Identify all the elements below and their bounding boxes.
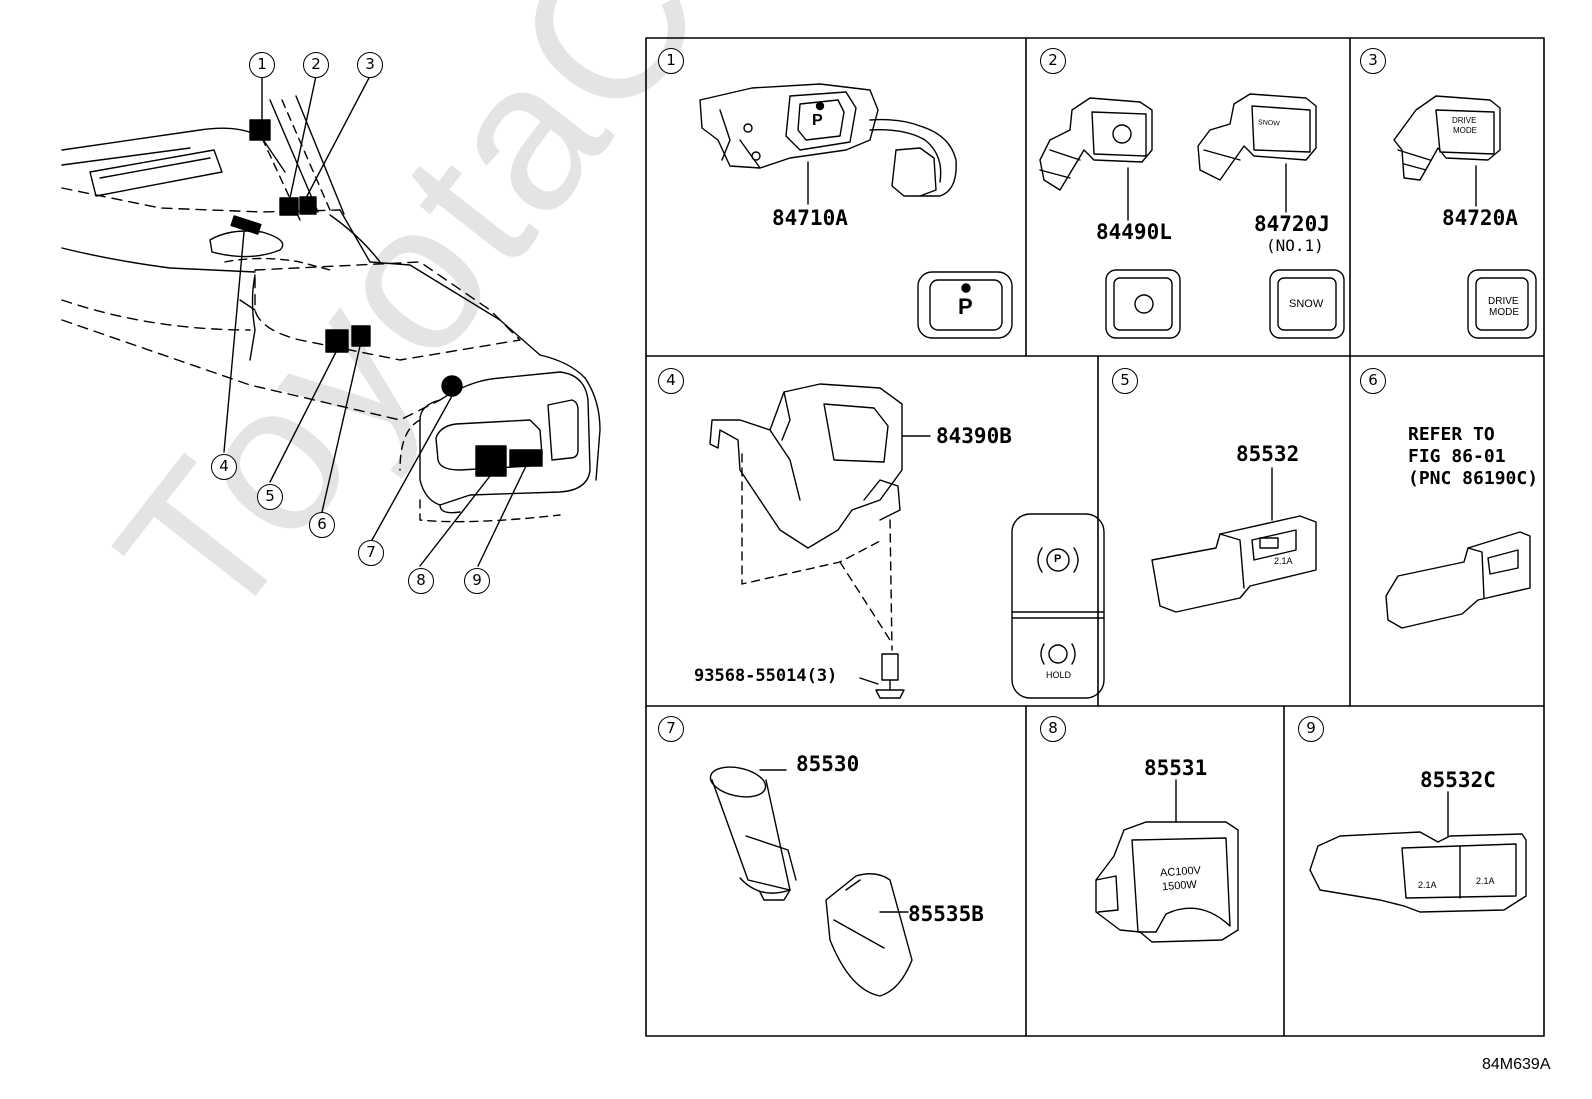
part-number-85532c: 85532C bbox=[1420, 768, 1496, 792]
drive-mode-switch-face-line2: MODE bbox=[1453, 126, 1477, 135]
callout-3: 3 bbox=[357, 52, 383, 78]
part-number-85530: 85530 bbox=[796, 752, 860, 776]
panel-index-6: 6 bbox=[1360, 368, 1386, 394]
panel-index-7: 7 bbox=[658, 716, 684, 742]
callout-4: 4 bbox=[211, 454, 237, 480]
dual-usb-port-drawing bbox=[1309, 791, 1527, 913]
callout-9: 9 bbox=[464, 568, 490, 594]
parking-brake-switch-drawing bbox=[709, 383, 1105, 699]
panel-index-2: 2 bbox=[1040, 48, 1066, 74]
snow-switch-face-label: SNOW bbox=[1257, 119, 1280, 128]
callout-7: 7 bbox=[358, 540, 384, 566]
usb-current-label: 2.1A bbox=[1274, 556, 1293, 566]
steering-and-snow-switches-drawing bbox=[1039, 93, 1345, 339]
panel-index-3: 3 bbox=[1360, 48, 1386, 74]
usb-port-drawing bbox=[1151, 467, 1317, 613]
callout-1: 1 bbox=[249, 52, 275, 78]
drive-mode-switch-drawing bbox=[1393, 95, 1537, 339]
part-number-84720a: 84720A bbox=[1442, 206, 1518, 230]
parking-brake-p-label: P bbox=[1054, 553, 1062, 565]
drawing-code: 84M639A bbox=[1482, 1056, 1551, 1073]
part-number-84720j: 84720J bbox=[1254, 212, 1330, 236]
panel-grid bbox=[645, 37, 1545, 1037]
part-number-bolt: 93568-55014(3) bbox=[694, 666, 838, 686]
panel-index-8: 8 bbox=[1040, 716, 1066, 742]
callout-8: 8 bbox=[408, 568, 434, 594]
part-number-85535b: 85535B bbox=[908, 902, 984, 926]
part-number-84710a: 84710A bbox=[772, 206, 848, 230]
drive-mode-switch-face-line1: DRIVE bbox=[1452, 116, 1477, 125]
reference-note: REFER TO FIG 86-01 (PNC 86190C) bbox=[1408, 424, 1539, 489]
panel-index-9: 9 bbox=[1298, 716, 1324, 742]
part-number-85531: 85531 bbox=[1144, 756, 1208, 780]
snow-button-label: SNOW bbox=[1289, 298, 1324, 310]
callout-5: 5 bbox=[257, 484, 283, 510]
ac-outlet-rating-line2: 1500W bbox=[1161, 878, 1198, 894]
part-sub-label-no1: (NO.1) bbox=[1266, 236, 1324, 255]
panel-index-5: 5 bbox=[1112, 368, 1138, 394]
p-switch-face-label: P bbox=[812, 112, 823, 129]
drive-mode-label-line2: MODE bbox=[1489, 307, 1519, 318]
p-button-label: P bbox=[958, 294, 973, 319]
usb-left-current-label: 2.1A bbox=[1418, 880, 1437, 890]
usb-right-current-label: 2.1A bbox=[1476, 876, 1495, 886]
callout-6: 6 bbox=[309, 512, 335, 538]
hold-label: HOLD bbox=[1046, 670, 1072, 680]
parking-switch-drawing bbox=[699, 83, 1013, 339]
panel-index-1: 1 bbox=[658, 48, 684, 74]
part-number-84390b: 84390B bbox=[936, 424, 1012, 448]
drive-mode-label-line1: DRIVE bbox=[1488, 296, 1519, 307]
power-outlet-drawing bbox=[709, 766, 913, 997]
panel-index-4: 4 bbox=[658, 368, 684, 394]
console-overview-drawing bbox=[61, 75, 601, 567]
ac-outlet-drawing bbox=[1095, 779, 1239, 943]
usb-port-reference-drawing bbox=[1385, 531, 1531, 629]
callout-2: 2 bbox=[303, 52, 329, 78]
part-number-85532: 85532 bbox=[1236, 442, 1300, 466]
part-number-84490l: 84490L bbox=[1096, 220, 1172, 244]
